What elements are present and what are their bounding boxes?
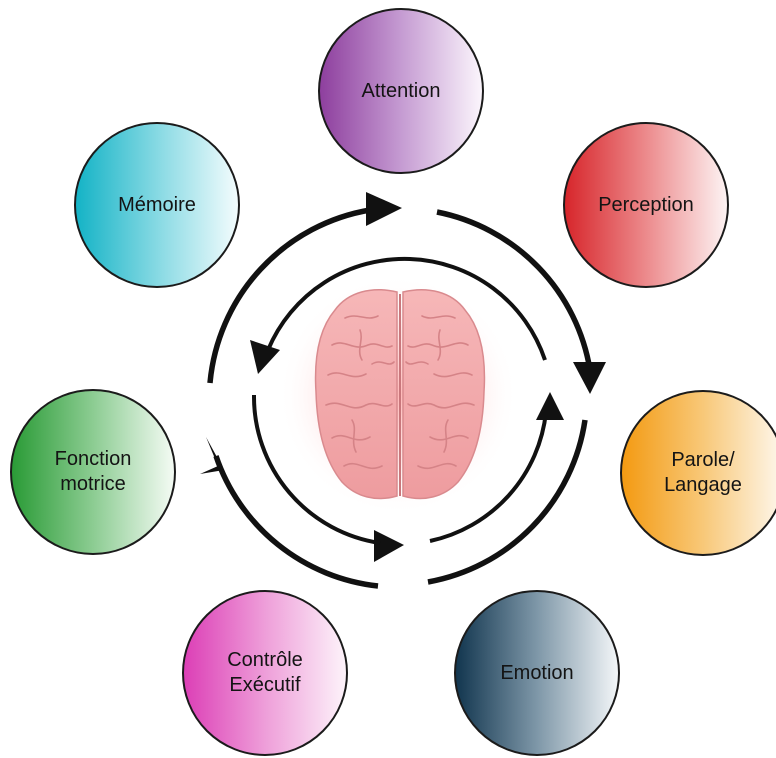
node-parole-langage-label: Parole/ Langage xyxy=(656,448,750,498)
node-attention-label: Attention xyxy=(354,79,449,104)
node-controle-executif-label: Contrôle Exécutif xyxy=(219,648,311,698)
node-parole-langage: Parole/ Langage xyxy=(620,390,776,556)
node-perception: Perception xyxy=(563,122,729,288)
node-parole-langage-line-1: Parole/ xyxy=(671,449,735,471)
node-attention-line-1: Attention xyxy=(361,79,441,102)
inner-arrow-bottom-right xyxy=(429,411,548,543)
inner-arrow-bottom-left xyxy=(251,394,381,545)
brain-icon xyxy=(314,289,486,500)
node-memoire-label: Mémoire xyxy=(110,193,204,218)
outer-arrowhead-left xyxy=(200,437,224,474)
node-fonction-motrice-line-2: motrice xyxy=(60,473,126,495)
node-controle-executif-line-2: Exécutif xyxy=(229,674,301,696)
node-parole-langage-line-2: Langage xyxy=(664,474,742,496)
node-fonction-motrice: Fonction motrice xyxy=(10,389,176,555)
outer-arrow-bottom-left xyxy=(213,455,379,589)
node-fonction-motrice-line-1: Fonction xyxy=(54,448,132,470)
inner-arrowhead-right xyxy=(536,392,564,420)
node-fonction-motrice-label: Fonction motrice xyxy=(47,447,140,497)
outer-arrow-bottom-right xyxy=(427,419,588,585)
outer-arrowhead-right xyxy=(573,362,606,394)
node-emotion-line-1: Emotion xyxy=(500,661,574,684)
inner-arrow-top xyxy=(266,256,547,361)
node-memoire-line-1: Mémoire xyxy=(118,193,196,216)
node-memoire: Mémoire xyxy=(74,122,240,288)
node-controle-executif-line-1: Contrôle xyxy=(227,649,303,671)
outer-arrowhead-top xyxy=(366,192,402,226)
node-perception-label: Perception xyxy=(590,193,702,218)
outer-arrowhead-bottom xyxy=(374,530,404,562)
outer-arrow-top-right xyxy=(436,209,593,371)
node-controle-executif: Contrôle Exécutif xyxy=(182,590,348,756)
inner-arrowhead-left xyxy=(250,340,280,374)
node-emotion-label: Emotion xyxy=(492,661,581,686)
node-perception-line-1: Perception xyxy=(598,193,694,216)
node-emotion: Emotion xyxy=(454,590,620,756)
outer-arrow-top-left xyxy=(207,207,371,384)
node-attention: Attention xyxy=(318,8,484,174)
